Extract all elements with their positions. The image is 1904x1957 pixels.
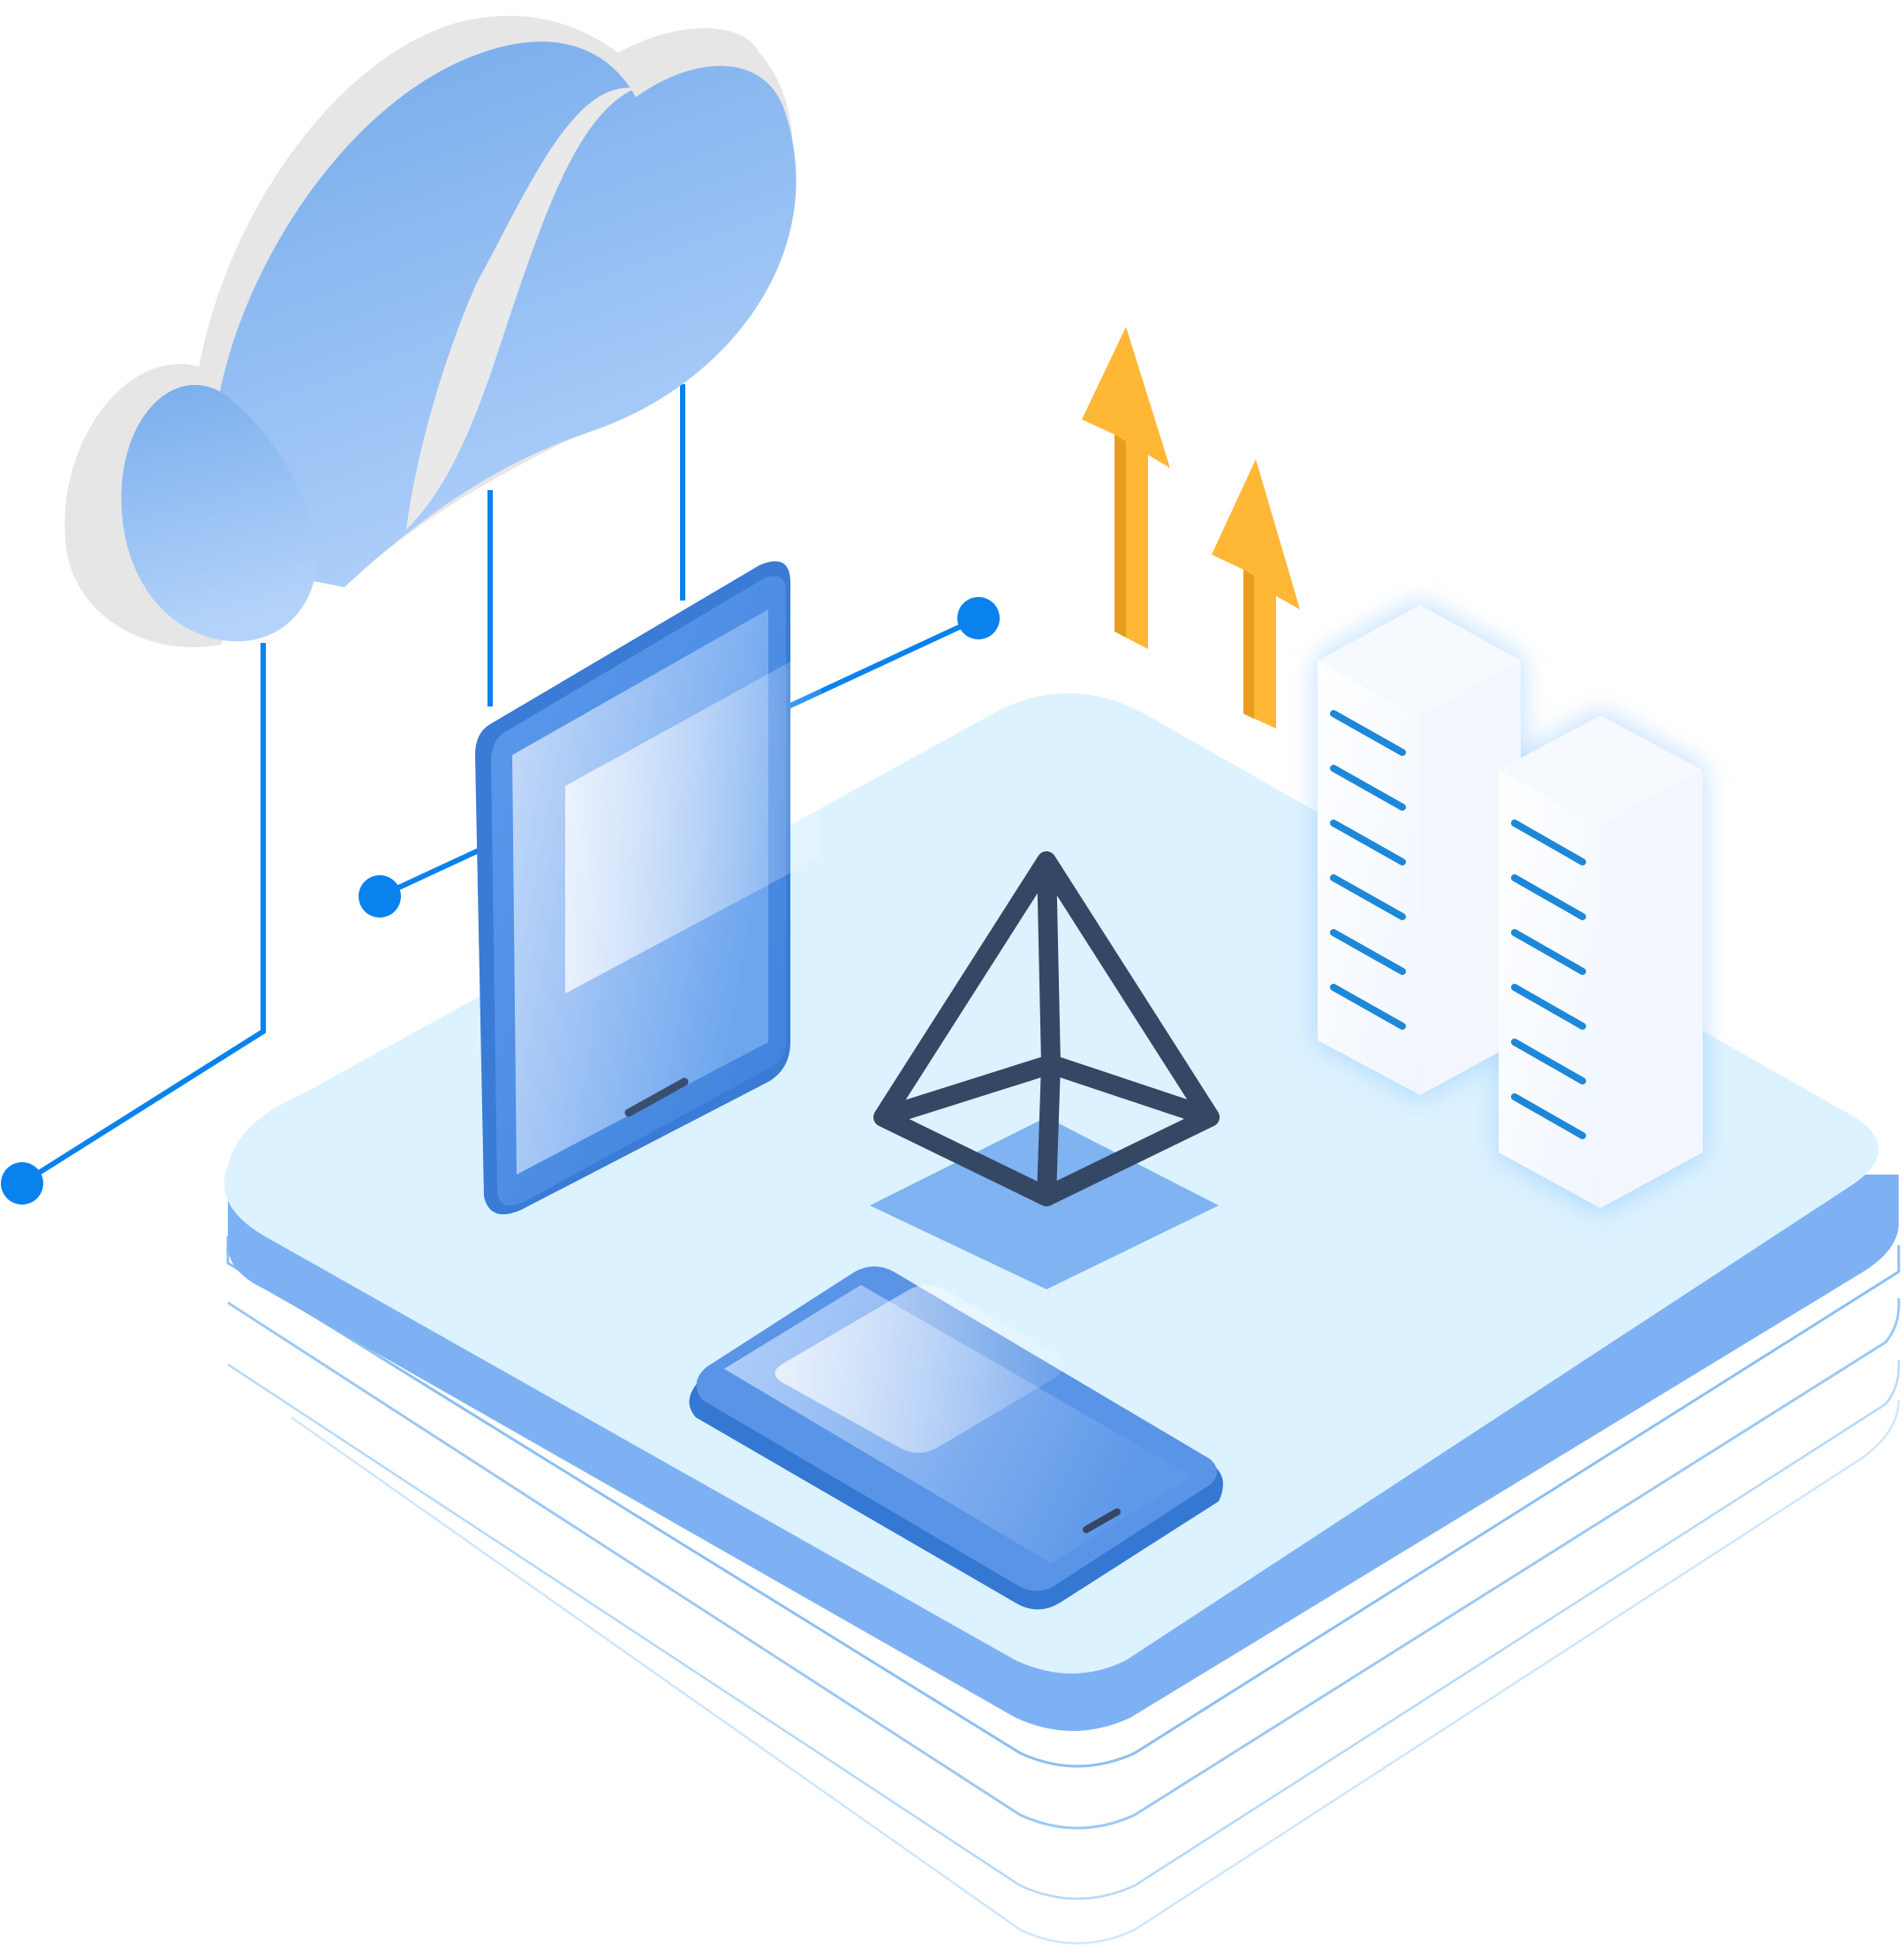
- cloud-swirl: [406, 87, 636, 530]
- server-stripes: [1330, 710, 1406, 1030]
- pyramid-mid-edge: [1037, 860, 1061, 1065]
- connector-left: [20, 643, 266, 1186]
- pyramid-front-edge: [1037, 1063, 1061, 1198]
- server-stripes: [1511, 820, 1586, 1139]
- arrow-up-icon: [1212, 459, 1300, 729]
- cloud-small-lobe: [121, 384, 317, 642]
- smartphone-home-button: [1083, 1508, 1121, 1533]
- server-tower-icon: [1318, 605, 1521, 1095]
- tablet-icon: [475, 561, 821, 1214]
- connector-node-middle: [359, 875, 401, 918]
- arrow-up-icons: [1082, 327, 1300, 729]
- connector-nodes: [1, 597, 1000, 1205]
- smartphone-icon: [689, 1266, 1223, 1610]
- server-towers: [1316, 601, 1704, 1214]
- pyramid-icon: [870, 851, 1220, 1289]
- smartphone-floating-panel: [774, 1285, 1064, 1453]
- tablet-home-button: [624, 1077, 689, 1117]
- server-tower-icon: [1499, 715, 1703, 1208]
- connector-node-right: [957, 597, 1000, 639]
- connector-node-left: [1, 1162, 43, 1205]
- platform-layer-outlines: [226, 1236, 1900, 1945]
- tablet-floating-panel: [565, 645, 821, 994]
- cloud-icon: [64, 15, 797, 647]
